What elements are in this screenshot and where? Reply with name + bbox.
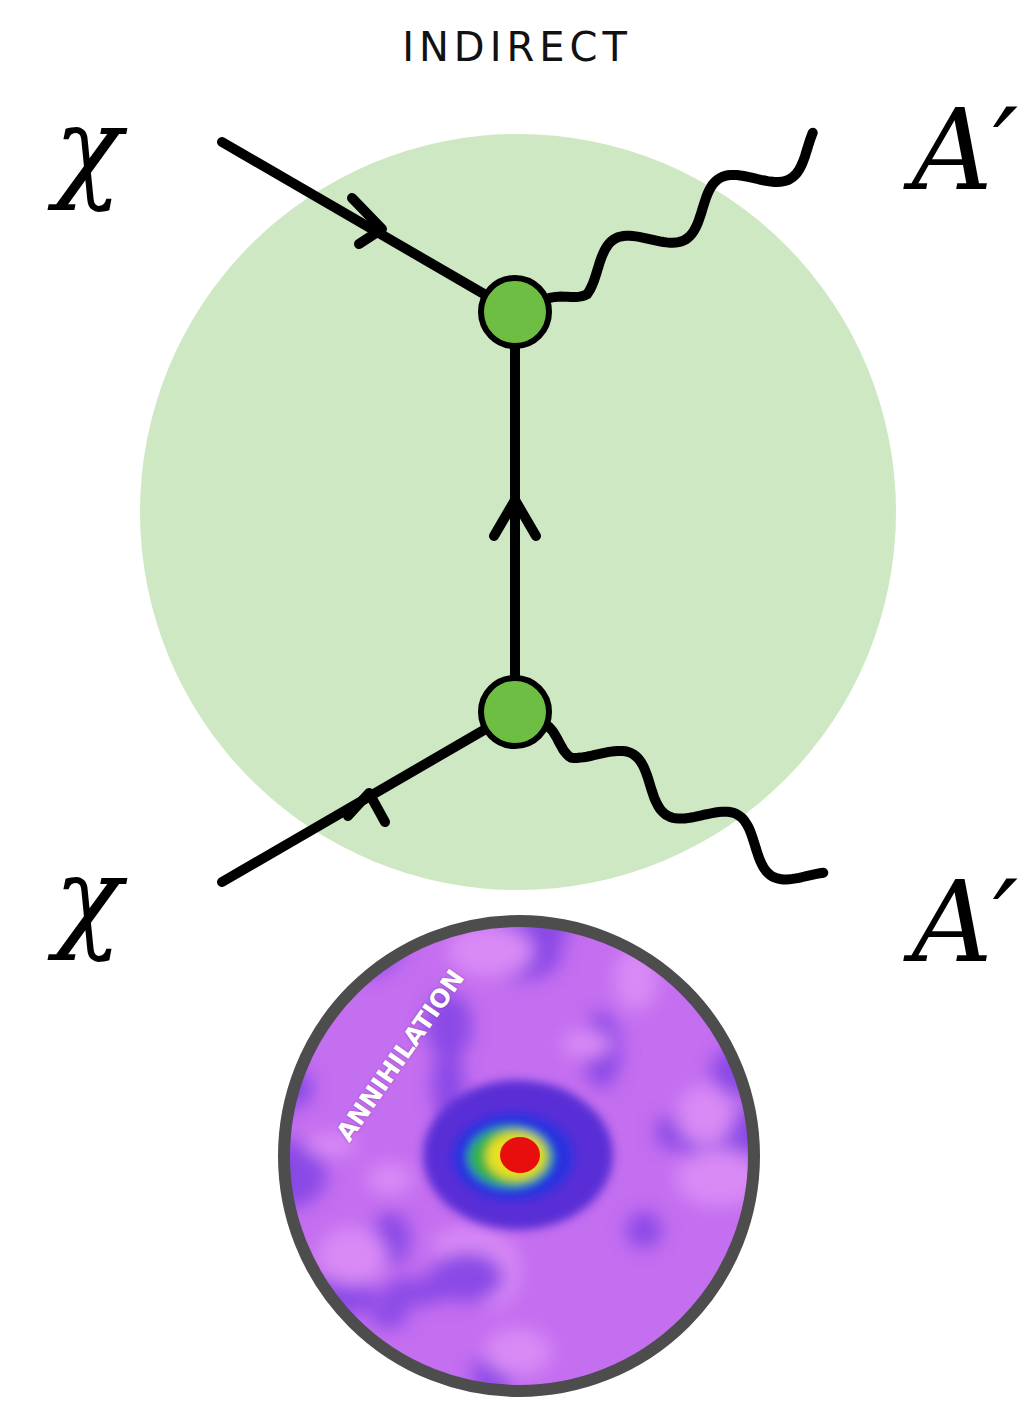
photon-wave — [545, 133, 813, 300]
photon-wave — [545, 724, 823, 879]
diagram-title: INDIRECT — [402, 24, 632, 70]
sky-map-inset: ANNIHILATION — [278, 915, 760, 1397]
particle-label: χ — [54, 842, 122, 954]
particle-label: A′ — [912, 94, 1018, 206]
vertex — [481, 678, 549, 746]
fermion-lines — [222, 142, 536, 882]
sky-map — [278, 915, 760, 1397]
particle-label: χ — [54, 92, 122, 204]
interaction-blob — [140, 134, 896, 890]
vertex — [481, 278, 549, 346]
photon-lines — [545, 133, 823, 880]
particle-label: A′ — [912, 866, 1018, 978]
